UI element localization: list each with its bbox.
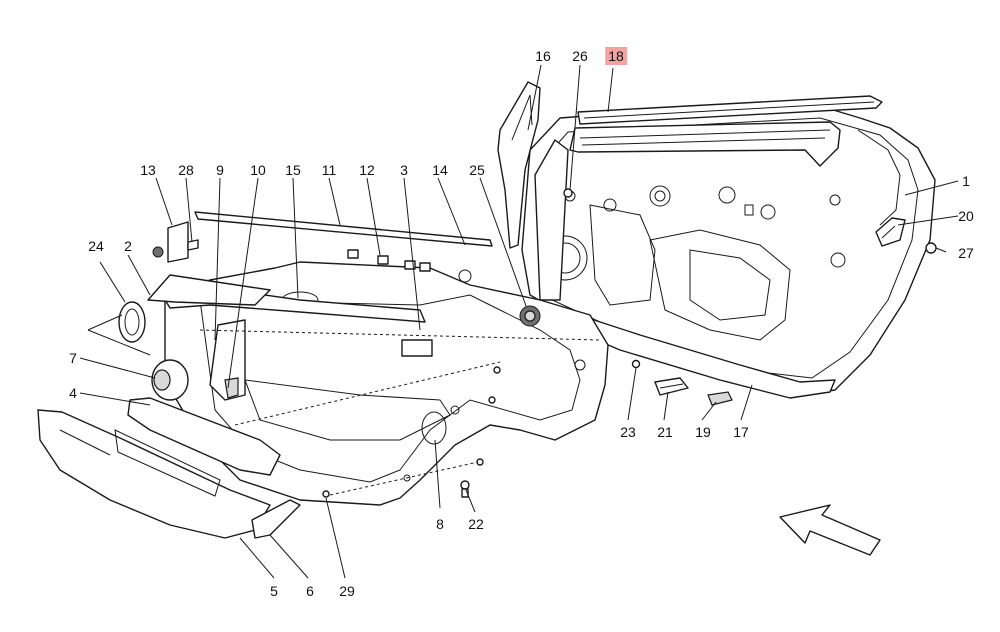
bump-stop bbox=[707, 391, 733, 406]
callout-2[interactable]: 2 bbox=[124, 238, 132, 254]
callout-9[interactable]: 9 bbox=[216, 162, 224, 178]
callout-24[interactable]: 24 bbox=[88, 238, 104, 254]
door-shell bbox=[521, 105, 936, 399]
callout-11[interactable]: 11 bbox=[321, 162, 337, 178]
lower-pocket-trim bbox=[37, 409, 271, 539]
switch-insert bbox=[401, 339, 433, 357]
tweeter bbox=[151, 359, 189, 401]
callout-16[interactable]: 16 bbox=[535, 48, 551, 64]
callout-25[interactable]: 25 bbox=[469, 162, 485, 178]
callout-15[interactable]: 15 bbox=[285, 162, 301, 178]
callout-3[interactable]: 3 bbox=[400, 162, 408, 178]
callout-5[interactable]: 5 bbox=[270, 583, 278, 599]
plug bbox=[925, 242, 937, 254]
callout-27[interactable]: 27 bbox=[958, 245, 974, 261]
callout-20[interactable]: 20 bbox=[958, 208, 974, 224]
callout-10[interactable]: 10 bbox=[250, 162, 266, 178]
armrest-pad bbox=[127, 397, 281, 476]
handle-cup bbox=[875, 217, 906, 247]
callout-23[interactable]: 23 bbox=[620, 424, 636, 440]
callout-17[interactable]: 17 bbox=[733, 424, 749, 440]
inner-belt-strip bbox=[194, 211, 493, 247]
callout-26[interactable]: 26 bbox=[572, 48, 588, 64]
leader-lines bbox=[79, 64, 959, 579]
callout-14[interactable]: 14 bbox=[432, 162, 448, 178]
callout-13[interactable]: 13 bbox=[140, 162, 156, 178]
clip-row bbox=[347, 249, 431, 272]
door-trim-panel bbox=[164, 261, 609, 506]
window-frame-channel bbox=[569, 121, 841, 167]
callout-28[interactable]: 28 bbox=[178, 162, 194, 178]
callout-22[interactable]: 22 bbox=[468, 516, 484, 532]
callout-4[interactable]: 4 bbox=[69, 385, 77, 401]
speaker-ring bbox=[118, 301, 146, 343]
callout-29[interactable]: 29 bbox=[339, 583, 355, 599]
grommet bbox=[563, 188, 573, 198]
callout-1[interactable]: 1 bbox=[962, 173, 970, 189]
pull-handle-bar bbox=[147, 274, 271, 306]
callout-18-highlighted[interactable]: 18 bbox=[605, 47, 627, 65]
callout-21[interactable]: 21 bbox=[657, 424, 673, 440]
callout-19[interactable]: 19 bbox=[695, 424, 711, 440]
screw-23 bbox=[631, 359, 641, 369]
callout-6[interactable]: 6 bbox=[306, 583, 314, 599]
callout-8[interactable]: 8 bbox=[436, 516, 444, 532]
callout-12[interactable]: 12 bbox=[359, 162, 375, 178]
clip-28 bbox=[187, 239, 199, 251]
callout-7[interactable]: 7 bbox=[69, 350, 77, 366]
trim-clip-13 bbox=[167, 221, 189, 263]
direction-arrow-icon bbox=[779, 504, 881, 556]
bracket-6 bbox=[251, 499, 301, 539]
